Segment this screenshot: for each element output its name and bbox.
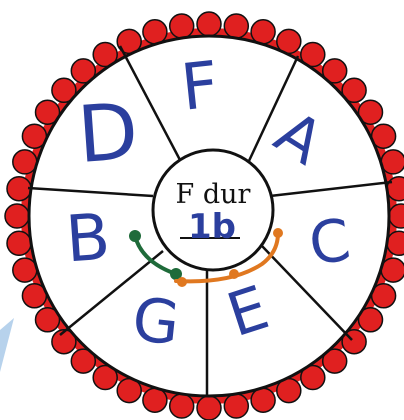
green-arc-start-dot xyxy=(129,230,141,242)
center-key-name: F dur xyxy=(176,179,251,210)
scallop-bump xyxy=(143,20,167,44)
corner-triangle-icon xyxy=(0,318,14,372)
scallop-bump xyxy=(387,177,404,201)
scallop-bump xyxy=(251,388,275,412)
scallop-bump xyxy=(224,14,248,38)
orange-arc-start-dot xyxy=(177,277,187,287)
orange-arc-end-dot xyxy=(273,228,283,238)
segment-letter-d: D xyxy=(75,87,141,181)
segment-letter-g: G xyxy=(129,285,183,359)
scallop-bump xyxy=(13,150,37,174)
scallop-bump xyxy=(387,231,404,255)
scallop-bump xyxy=(197,12,221,36)
scallop-bump xyxy=(170,394,194,418)
scallop-bump xyxy=(197,396,221,420)
scallop-bump xyxy=(170,14,194,38)
center-accidental-count: 1b xyxy=(188,207,236,247)
scallop-bump xyxy=(13,258,37,282)
segment-letter-f: F xyxy=(178,48,222,125)
scallop-bump xyxy=(143,388,167,412)
orange-arc-mid-dot xyxy=(229,269,239,279)
scallop-bump xyxy=(251,20,275,44)
scallop-bump xyxy=(224,394,248,418)
segment-letter-b: B xyxy=(63,201,112,278)
scallop-bump xyxy=(5,204,29,228)
scallop-bump xyxy=(7,231,31,255)
scallop-bump xyxy=(7,177,31,201)
